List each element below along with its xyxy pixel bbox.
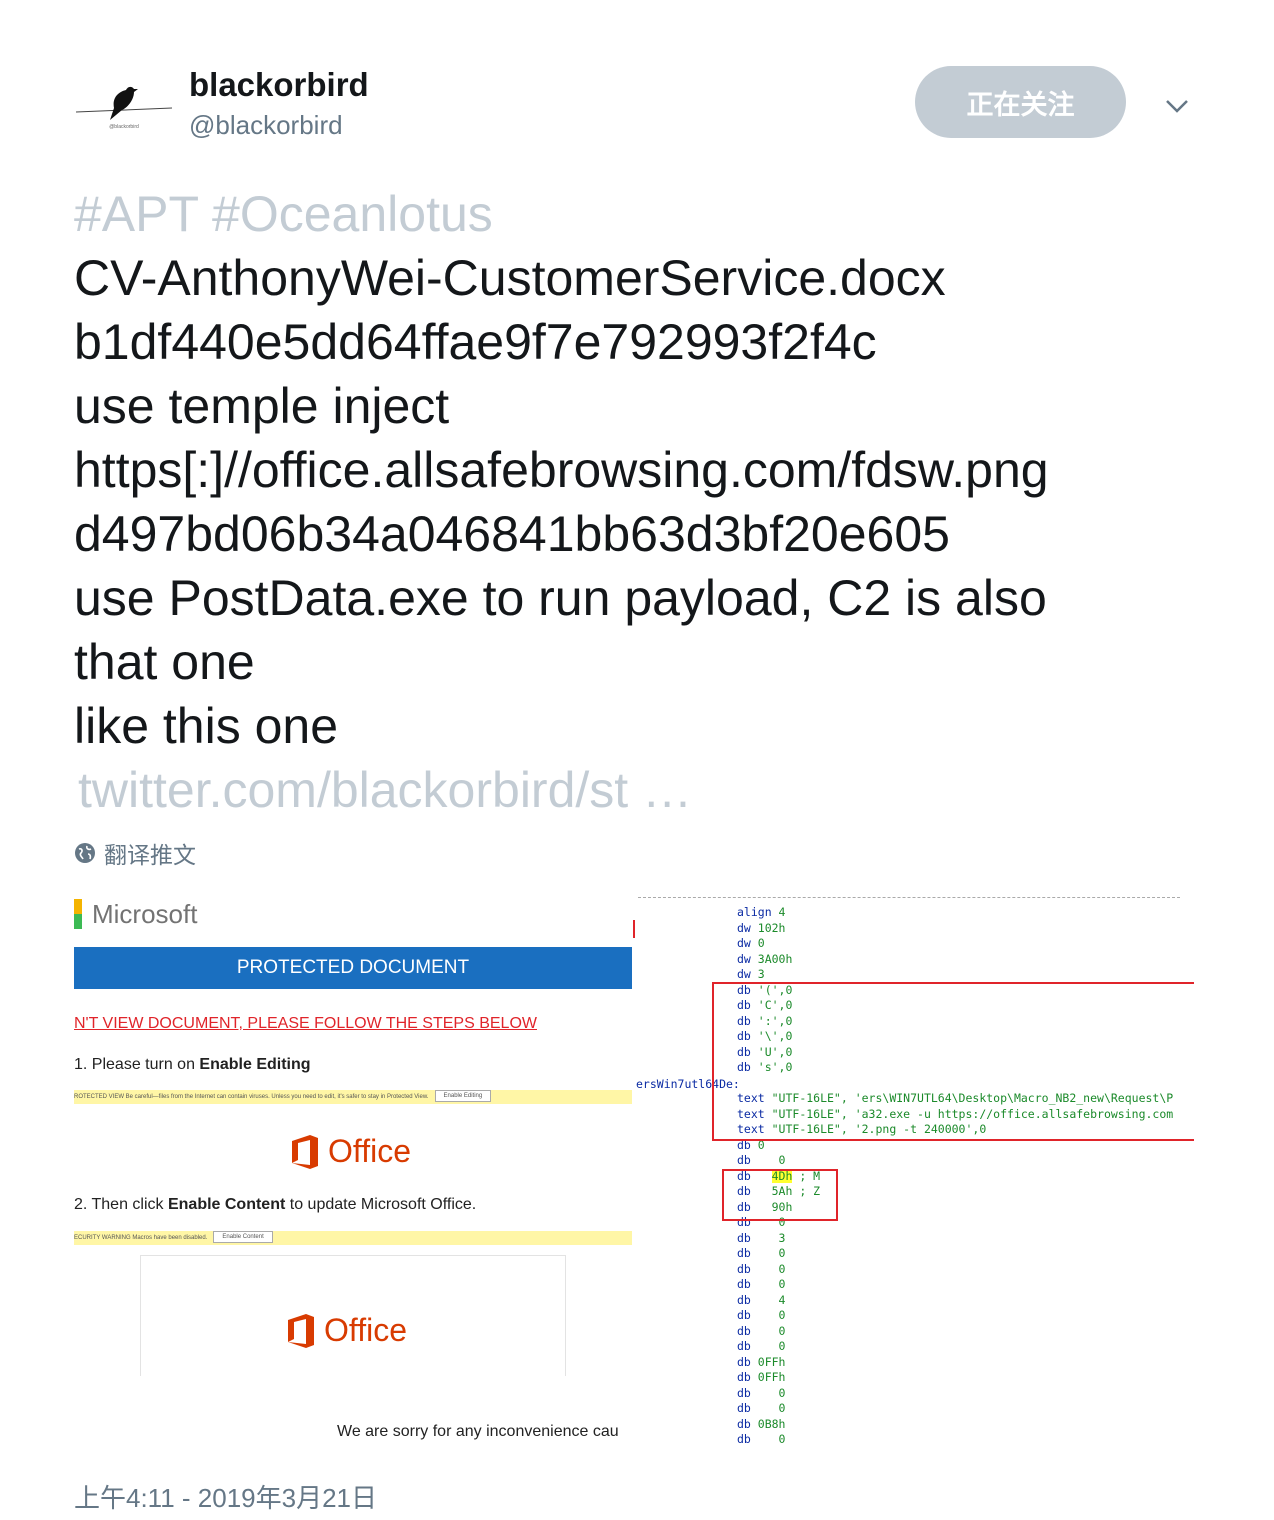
code-line: db 0 — [737, 1432, 786, 1446]
code-line: db 0FFh — [737, 1370, 786, 1384]
translate-tweet[interactable]: 翻译推文 — [74, 836, 196, 870]
tweet-line: b1df440e5dd64ffae9f7e792993f2f4c — [74, 314, 877, 370]
code-line: db 4Dh ; M — [737, 1168, 821, 1183]
user-handle[interactable]: @blackorbird — [189, 110, 343, 140]
code-line: text "UTF-16LE", '2.png -t 240000',0 — [737, 1122, 987, 1136]
microsoft-logo-text: Microsoft — [92, 899, 198, 929]
tweet-line: https[:]//office.allsafebrowsing.com/fds… — [74, 442, 1049, 498]
code-line: text "UTF-16LE", 'a32.exe -u https://off… — [737, 1106, 1174, 1121]
code-line: db 0 — [737, 1215, 786, 1229]
tweet-line: CV-AnthonyWei-CustomerService.docx — [74, 250, 946, 306]
quoted-tweet-link[interactable]: twitter.com/blackorbird/st … — [78, 762, 693, 818]
code-line: db 0FFh — [737, 1354, 786, 1369]
separator — [638, 897, 1180, 898]
office-logo: Office — [286, 1312, 407, 1349]
code-line: db 0 — [737, 1385, 786, 1400]
enable-content-button: Enable Content — [213, 1231, 273, 1244]
code-line: db 0 — [737, 1246, 786, 1260]
code-line: db '\',0 — [737, 1029, 793, 1043]
highlight-box-mz-header — [722, 1169, 838, 1221]
tweet-line: use temple inject — [74, 378, 450, 434]
code-line: db 0 — [737, 1308, 786, 1322]
code-line: db 0 — [737, 1153, 786, 1167]
office-logo: Office — [290, 1133, 411, 1170]
hashtags[interactable]: #APT #Oceanlotus — [74, 186, 493, 242]
code-line: db 0 — [737, 1277, 786, 1291]
code-line: align 4 — [737, 905, 786, 919]
code-line: text "UTF-16LE", 'ers\WIN7UTL64\Desktop\… — [737, 1091, 1174, 1105]
code-line: db ':',0 — [737, 1013, 793, 1028]
office-icon — [292, 1134, 318, 1169]
translate-label: 翻译推文 — [104, 842, 196, 868]
code-line: db 3 — [737, 1230, 786, 1245]
code-line: db 'C',0 — [737, 998, 793, 1012]
code-line: db '(',0 — [737, 982, 793, 997]
tweet-image[interactable]: Microsoft PROTECTED DOCUMENT N'T VIEW DO… — [74, 885, 1194, 1450]
display-name[interactable]: blackorbird — [189, 66, 369, 103]
bird-logo-icon: @blackorbird — [75, 86, 173, 130]
microsoft-logo-icon — [74, 899, 82, 929]
code-line: db 0 — [737, 1137, 765, 1152]
security-warning-bar: ECURITY WARNING Macros have been disable… — [74, 1231, 632, 1245]
red-marker — [633, 920, 635, 938]
highlight-box-strings — [712, 982, 1194, 1141]
code-line: db 90h — [737, 1199, 793, 1214]
code-line: dw 3A00h — [737, 951, 793, 966]
code-line: db 4 — [737, 1292, 786, 1307]
tweet-line: d497bd06b34a046841bb63d3bf20e605 — [74, 506, 950, 562]
code-line: dw 102h — [737, 920, 786, 935]
protected-document-banner: PROTECTED DOCUMENT — [74, 947, 632, 989]
globe-icon — [75, 843, 95, 863]
office-icon — [288, 1313, 314, 1348]
apology-text: We are sorry for any inconvenience cau — [337, 1423, 619, 1440]
code-line: dw 0 — [737, 936, 765, 950]
code-line: db 0 — [737, 1339, 786, 1353]
tweet-line: that one — [74, 634, 255, 690]
code-line: db 0 — [737, 1261, 786, 1276]
code-line: db 0 — [737, 1323, 786, 1338]
code-line: db 5Ah ; Z — [737, 1184, 821, 1198]
tweet-timestamp[interactable]: 上午4:11 - 2019年3月21日 — [74, 1483, 377, 1513]
code-line: db 0B8h — [737, 1416, 786, 1431]
svg-text:@blackorbird: @blackorbird — [109, 124, 139, 130]
code-line: db 'U',0 — [737, 1044, 793, 1059]
steps-heading: N'T VIEW DOCUMENT, PLEASE FOLLOW THE STE… — [74, 1015, 537, 1032]
tweet-line: like this one — [74, 698, 339, 754]
code-line: db 's',0 — [737, 1060, 793, 1074]
avatar[interactable]: @blackorbird — [74, 62, 174, 162]
protected-view-bar: ROTECTED VIEW Be careful—files from the … — [74, 1090, 632, 1104]
step-2: 2. Then click Enable Content to update M… — [74, 1196, 477, 1213]
code-line: db 0 — [737, 1401, 786, 1415]
step-1: 1. Please turn on Enable Editing — [74, 1056, 311, 1073]
chevron-down-icon[interactable] — [1160, 88, 1194, 122]
document-frame — [140, 1255, 566, 1376]
following-button[interactable]: 正在关注 — [915, 66, 1126, 138]
enable-editing-button: Enable Editing — [434, 1090, 492, 1103]
tweet-line: use PostData.exe to run payload, C2 is a… — [74, 570, 1047, 626]
code-line: dw 3 — [737, 967, 765, 981]
